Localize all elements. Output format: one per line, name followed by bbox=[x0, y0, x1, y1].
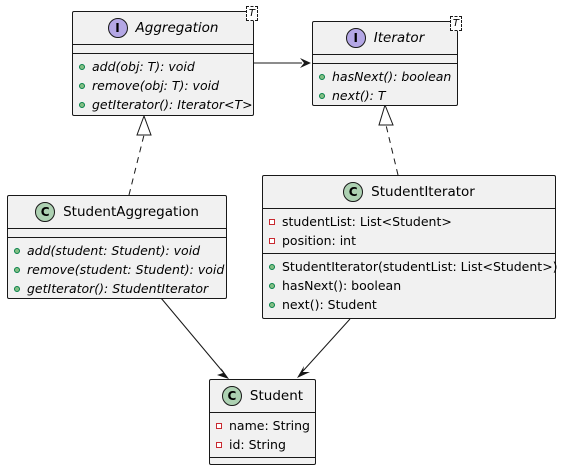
method: next(): T bbox=[313, 86, 457, 105]
type-parameter: T bbox=[449, 16, 462, 31]
fields-section: studentList: List<Student> position: int bbox=[263, 209, 555, 253]
public-icon bbox=[14, 247, 20, 254]
class-name: StudentAggregation bbox=[63, 204, 199, 220]
fields-section bbox=[8, 229, 226, 237]
private-icon bbox=[269, 237, 275, 244]
class-header: I Aggregation bbox=[73, 12, 253, 44]
public-icon bbox=[269, 263, 275, 270]
method: add(obj: T): void bbox=[73, 57, 253, 76]
public-icon bbox=[269, 282, 275, 289]
public-icon bbox=[269, 301, 275, 308]
private-icon bbox=[216, 441, 222, 448]
relation-studentiterator-student bbox=[302, 318, 351, 372]
realization-triangle-iterator bbox=[378, 103, 394, 126]
class-student-aggregation[interactable]: C StudentAggregation add(student: Studen… bbox=[7, 195, 227, 299]
fields-section bbox=[73, 45, 253, 53]
class-name: StudentIterator bbox=[371, 184, 475, 200]
public-icon bbox=[319, 92, 325, 99]
class-header: I Iterator bbox=[313, 22, 457, 54]
class-header: C Student bbox=[210, 380, 315, 412]
class-icon: C bbox=[35, 202, 56, 222]
interface-icon: I bbox=[107, 18, 128, 38]
class-icon: C bbox=[221, 386, 242, 406]
fields-section bbox=[313, 55, 457, 63]
class-student[interactable]: C Student name: String id: String bbox=[209, 379, 316, 465]
method: hasNext(): boolean bbox=[263, 276, 555, 295]
methods-section: StudentIterator(studentList: List<Studen… bbox=[263, 254, 558, 317]
class-header: C StudentIterator bbox=[263, 176, 555, 208]
field: id: String bbox=[210, 435, 315, 454]
public-icon bbox=[79, 82, 85, 89]
public-icon bbox=[14, 266, 20, 273]
field: position: int bbox=[263, 231, 555, 250]
interface-icon: I bbox=[345, 28, 366, 48]
relation-studentiterator-iterator bbox=[385, 124, 399, 176]
public-icon bbox=[79, 63, 85, 70]
realization-triangle-aggregation bbox=[136, 114, 152, 136]
class-student-iterator[interactable]: C StudentIterator studentList: List<Stud… bbox=[262, 175, 558, 319]
private-icon bbox=[269, 218, 275, 225]
method: StudentIterator(studentList: List<Studen… bbox=[263, 257, 558, 276]
methods-section: add(obj: T): void remove(obj: T): void g… bbox=[73, 54, 253, 117]
method: getIterator(): StudentIterator bbox=[8, 279, 226, 298]
arrowhead-student-right bbox=[297, 366, 310, 378]
method: getIterator(): Iterator<T> bbox=[73, 95, 253, 114]
class-icon: C bbox=[343, 182, 364, 202]
arrowhead-student-left bbox=[217, 368, 229, 379]
methods-section: hasNext(): boolean next(): T bbox=[313, 64, 457, 108]
fields-section: name: String id: String bbox=[210, 413, 315, 457]
field: name: String bbox=[210, 416, 315, 435]
method: add(student: Student): void bbox=[8, 241, 226, 260]
class-aggregation[interactable]: T I Aggregation add(obj: T): void remove… bbox=[72, 6, 258, 117]
method: remove(obj: T): void bbox=[73, 76, 253, 95]
type-parameter: T bbox=[245, 6, 258, 21]
arrowhead-iterator bbox=[300, 58, 311, 68]
class-name: Iterator bbox=[373, 30, 425, 46]
public-icon bbox=[79, 101, 85, 108]
methods-section: add(student: Student): void remove(stude… bbox=[8, 238, 226, 301]
public-icon bbox=[319, 73, 325, 80]
class-iterator[interactable]: T I Iterator hasNext(): boolean next(): … bbox=[312, 16, 462, 108]
method: hasNext(): boolean bbox=[313, 67, 457, 86]
class-name: Aggregation bbox=[135, 20, 219, 36]
relation-studentaggregation-aggregation bbox=[128, 134, 145, 196]
class-header: C StudentAggregation bbox=[8, 196, 226, 228]
class-name: Student bbox=[249, 388, 304, 404]
field: studentList: List<Student> bbox=[263, 212, 555, 231]
public-icon bbox=[14, 285, 20, 292]
methods-section bbox=[210, 458, 315, 466]
method: next(): Student bbox=[263, 295, 555, 314]
method: remove(student: Student): void bbox=[8, 260, 226, 279]
relation-studentaggregation-student bbox=[160, 297, 224, 373]
private-icon bbox=[216, 422, 222, 429]
